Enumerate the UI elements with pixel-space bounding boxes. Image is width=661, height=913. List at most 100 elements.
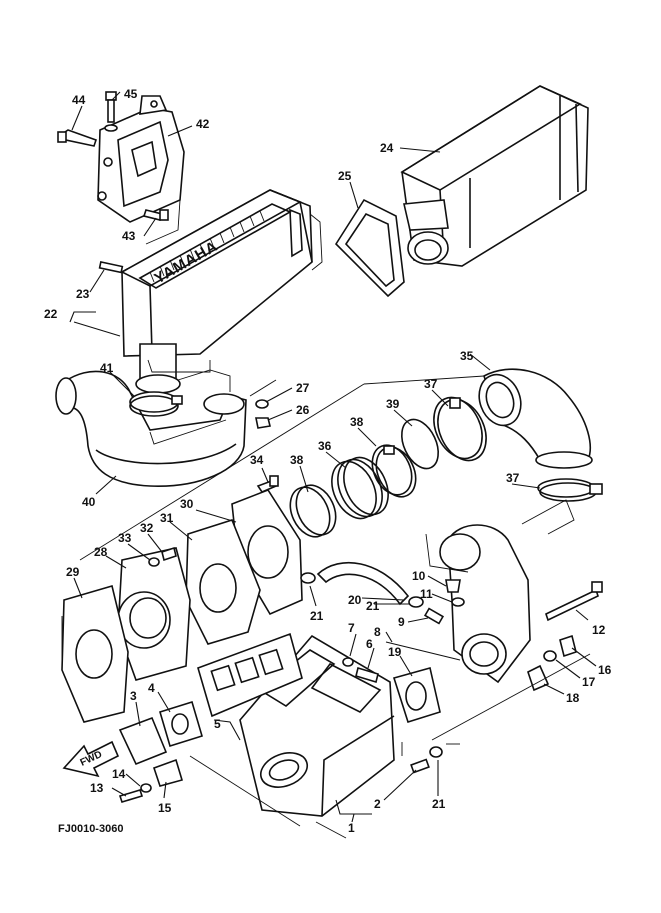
- callout-27: 27: [296, 381, 310, 395]
- outlet-joint-8: [439, 524, 531, 684]
- callout-23: 23: [76, 287, 90, 301]
- callout-35: 35: [460, 349, 474, 363]
- exhaust-hose: [55, 370, 247, 487]
- bolt-44: [57, 129, 98, 147]
- fitting-10: [445, 579, 461, 593]
- callout-5: 5: [214, 717, 221, 731]
- callout-8: 8: [374, 625, 381, 639]
- callout-22: 22: [44, 307, 58, 321]
- bolt-13: [118, 789, 144, 803]
- callout-2: 2: [374, 797, 381, 811]
- diagram-code: FJ0010-3060: [58, 823, 123, 835]
- forward-direction-arrow: FWD: [62, 740, 120, 778]
- washer-17: [543, 650, 557, 662]
- callout-11: 11: [420, 587, 433, 601]
- callout-15: 15: [158, 801, 172, 815]
- callout-36: 36: [318, 439, 332, 453]
- callout-42: 42: [196, 117, 210, 131]
- leader-lines: [69, 91, 597, 823]
- bolt-12: [545, 581, 603, 622]
- assembly-guide-lines: [61, 199, 591, 839]
- callout-9: 9: [398, 615, 405, 629]
- callout-21-a: 21: [310, 609, 324, 623]
- callout-26: 26: [296, 403, 310, 417]
- callout-21-b: 21: [366, 599, 380, 613]
- exhaust-chamber: [400, 85, 589, 267]
- callout-3: 3: [130, 689, 137, 703]
- gasket-31: [185, 519, 261, 645]
- callout-14: 14: [112, 767, 126, 781]
- callout-29: 29: [66, 565, 80, 579]
- callout-37-upper: 37: [424, 377, 438, 391]
- rubber-ring-39: [401, 418, 439, 470]
- callout-24: 24: [380, 141, 394, 155]
- hose-clamp-37-lower: [537, 478, 603, 502]
- exhaust-manifold-28: [117, 547, 191, 681]
- callout-45: 45: [124, 87, 138, 101]
- gasket-4: [159, 700, 203, 748]
- callout-4: 4: [148, 681, 155, 695]
- hose-clamp-37-upper: [433, 396, 487, 462]
- callout-18: 18: [566, 691, 580, 705]
- clip-21-b: [408, 596, 424, 608]
- callout-25: 25: [338, 169, 352, 183]
- callout-41: 41: [100, 361, 114, 375]
- callout-30: 30: [180, 497, 194, 511]
- callout-43: 43: [122, 229, 136, 243]
- callout-31: 31: [160, 511, 174, 525]
- bolt-43: [142, 209, 169, 221]
- bolt-32: [161, 546, 177, 562]
- bolt-45: [104, 91, 118, 132]
- callout-34: 34: [250, 453, 264, 467]
- hose-clamp-38-lower: [289, 484, 337, 538]
- callout-21-c: 21: [432, 797, 446, 811]
- clip-21-a: [300, 572, 316, 584]
- callout-33: 33: [118, 531, 132, 545]
- elbow-joint-35: [478, 368, 593, 469]
- stud-bolt-23: [98, 261, 124, 274]
- callout-17: 17: [582, 675, 596, 689]
- gasket-19: [392, 667, 441, 724]
- callout-16: 16: [598, 663, 612, 677]
- callout-1: 1: [348, 821, 355, 835]
- cover-3: [118, 716, 168, 766]
- clip-21-c: [429, 746, 443, 758]
- gasket-25: [334, 198, 405, 298]
- hose-clamp-41: [129, 391, 183, 417]
- callout-6: 6: [366, 637, 373, 651]
- callout-labels: 44 45 42 43 24 25 23 22 41 27 26 40 35 3…: [44, 87, 612, 835]
- callout-38-upper: 38: [350, 415, 364, 429]
- clamp-15: [152, 758, 184, 787]
- callout-7: 7: [348, 621, 355, 635]
- callout-28: 28: [94, 545, 108, 559]
- fitting-2: [410, 758, 430, 774]
- gasket-29: [61, 584, 129, 723]
- callout-38-lower: 38: [290, 453, 304, 467]
- water-lock-silencer: YAMAHA: [120, 189, 313, 394]
- clamp-18: [527, 664, 550, 692]
- bellows-joint-36: [331, 456, 389, 520]
- callout-39: 39: [386, 397, 400, 411]
- bolt-16: [559, 634, 577, 658]
- bolt-34: [256, 475, 279, 493]
- callout-20: 20: [348, 593, 362, 607]
- callout-44: 44: [72, 93, 86, 107]
- washer-7: [342, 657, 354, 667]
- washer-11: [451, 597, 465, 607]
- callout-12: 12: [592, 623, 606, 637]
- bolt-33: [148, 557, 160, 567]
- callout-19: 19: [388, 645, 402, 659]
- washer-27: [255, 399, 269, 409]
- callout-13: 13: [90, 781, 104, 795]
- callout-10: 10: [412, 569, 426, 583]
- callout-32: 32: [140, 521, 154, 535]
- washer-14: [140, 783, 152, 793]
- nut-26: [255, 417, 271, 429]
- bolt-6: [355, 666, 379, 684]
- engine-bracket: [97, 95, 185, 223]
- fitting-9: [423, 607, 445, 625]
- callout-37-lower: 37: [506, 471, 520, 485]
- gasket-5: [197, 632, 303, 718]
